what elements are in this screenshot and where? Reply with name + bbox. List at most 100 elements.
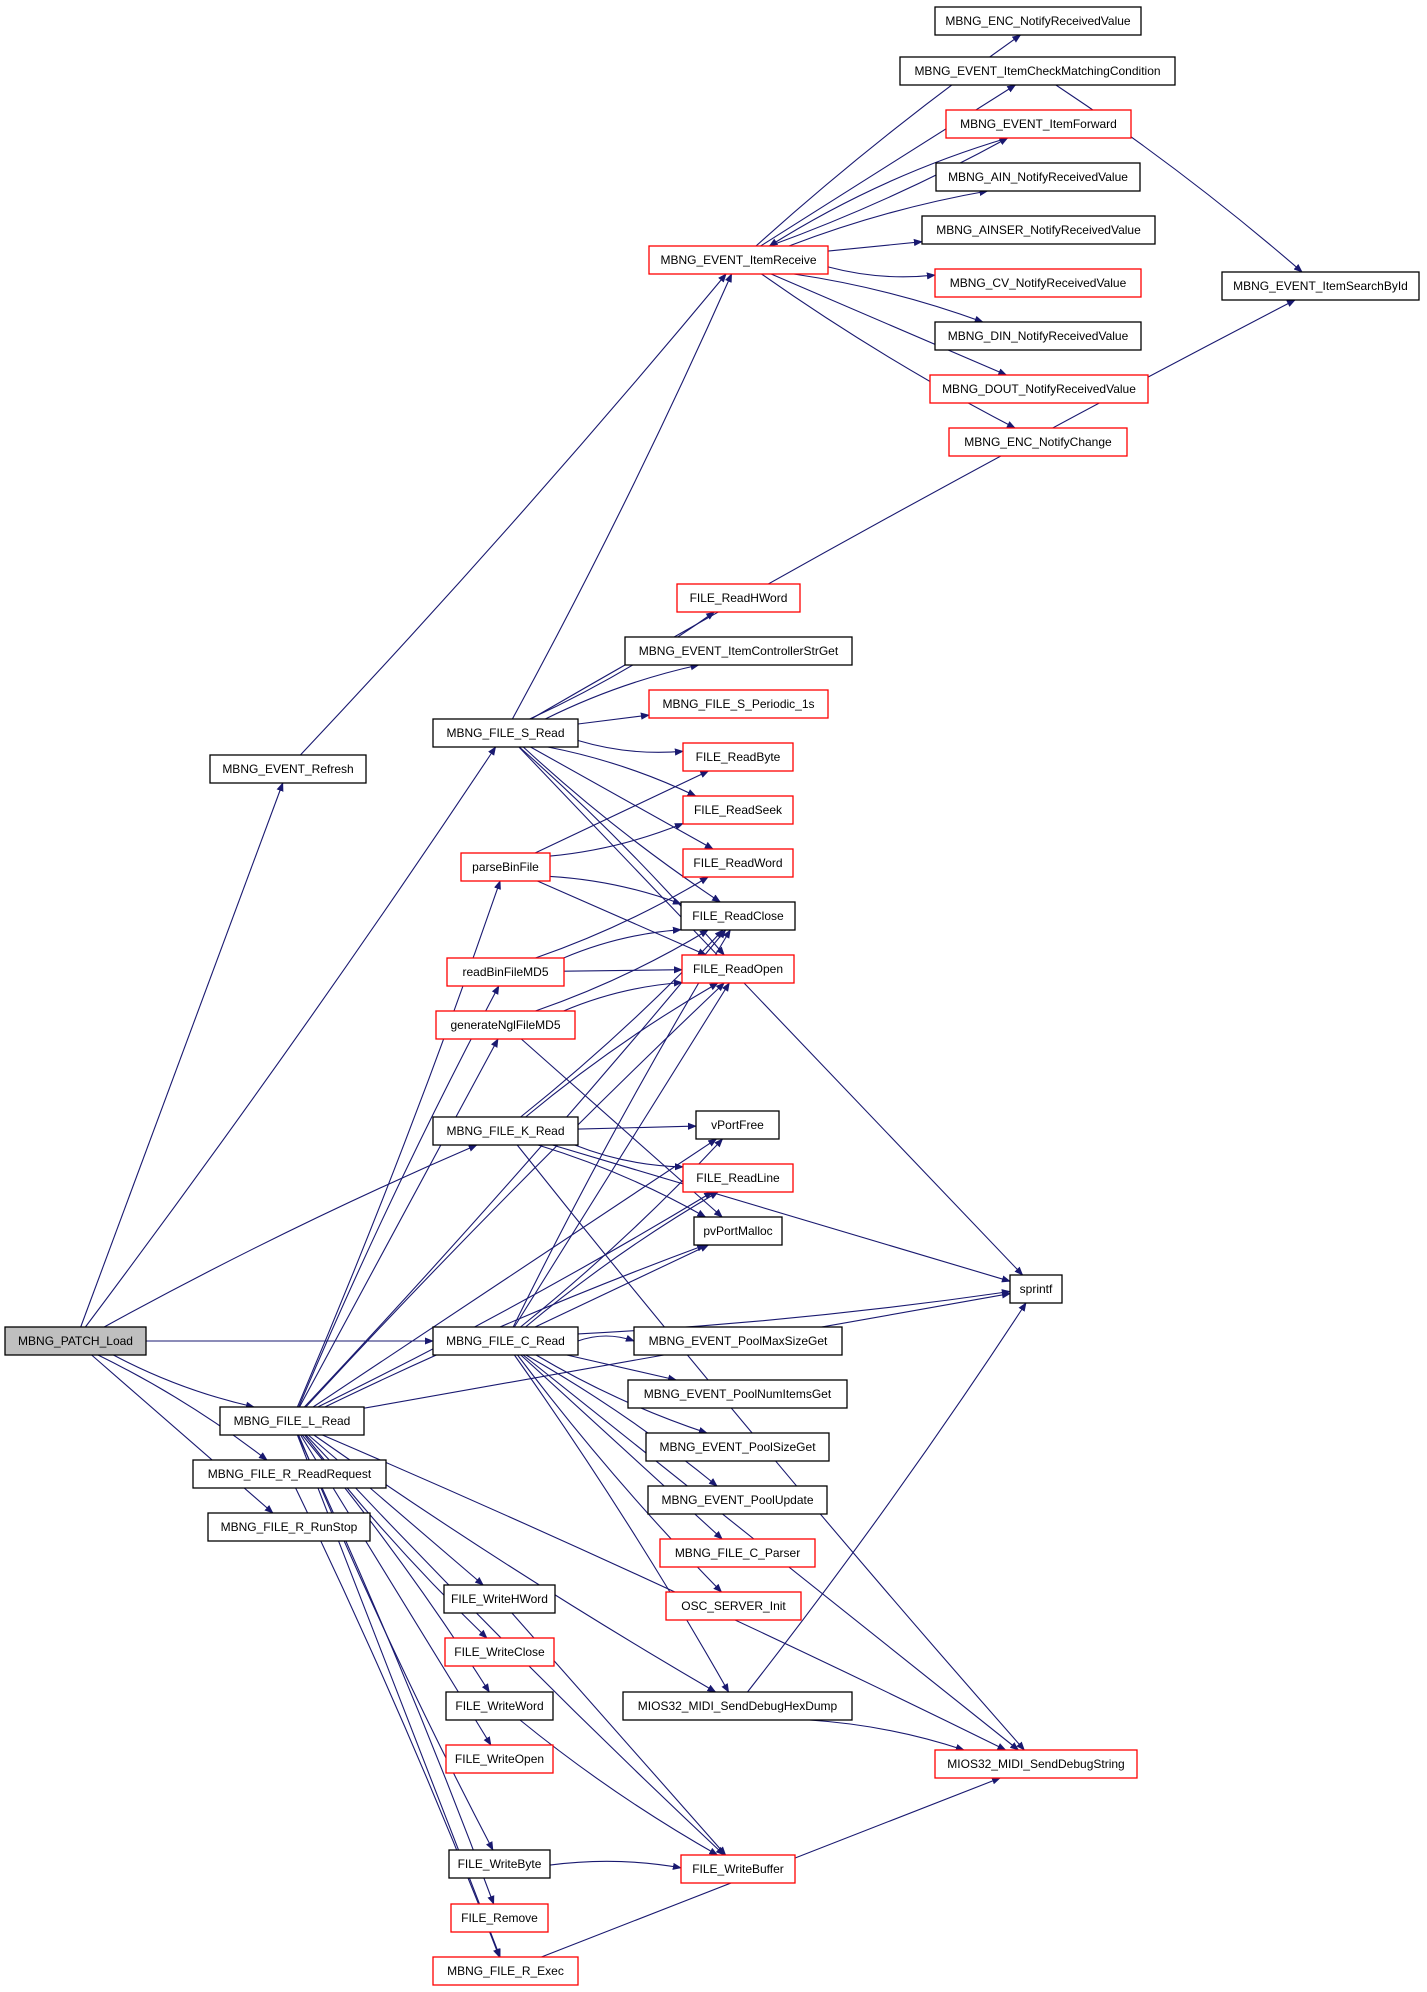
node-box (948, 427, 1128, 457)
edge-path (809, 1719, 965, 1751)
node-label: MBNG_FILE_K_Read (446, 1124, 564, 1138)
node-enc-notify-value[interactable]: MBNG_ENC_NotifyReceivedValue (934, 6, 1142, 36)
edge-item_receive-to-din_notify (793, 273, 984, 323)
node-pool-size[interactable]: MBNG_EVENT_PoolSizeGet (645, 1432, 830, 1462)
edge-write_word-to-write_buffer (519, 1719, 719, 1856)
node-label: MBNG_EVENT_ItemForward (960, 117, 1117, 131)
node-box (682, 1163, 794, 1193)
node-file-readhword[interactable]: FILE_ReadHWord (676, 583, 801, 613)
node-debugstring[interactable]: MIOS32_MIDI_SendDebugString (934, 1749, 1138, 1779)
node-osc-init[interactable]: OSC_SERVER_Init (665, 1591, 802, 1621)
node-write-open[interactable]: FILE_WriteOpen (445, 1744, 554, 1774)
node-write-byte[interactable]: FILE_WriteByte (448, 1849, 551, 1879)
edge-path (80, 782, 284, 1328)
edge-path (788, 188, 989, 247)
node-box (934, 321, 1142, 351)
node-pool-numitems[interactable]: MBNG_EVENT_PoolNumItemsGet (627, 1379, 848, 1409)
edge-path (322, 1434, 1007, 1751)
node-din-notify[interactable]: MBNG_DIN_NotifyReceivedValue (934, 321, 1142, 351)
node-c-parser[interactable]: MBNG_FILE_C_Parser (659, 1538, 816, 1568)
node-box (899, 56, 1176, 86)
node-file-c-read[interactable]: MBNG_FILE_C_Read (432, 1326, 579, 1356)
node-patch-load[interactable]: MBNG_PATCH_Load (4, 1326, 147, 1356)
node-label: MIOS32_MIDI_SendDebugHexDump (638, 1699, 838, 1713)
node-file-readline[interactable]: FILE_ReadLine (682, 1163, 794, 1193)
edge-path (577, 1334, 635, 1342)
node-enc-notify-change[interactable]: MBNG_ENC_NotifyChange (948, 427, 1128, 457)
node-item-forward[interactable]: MBNG_EVENT_ItemForward (945, 109, 1132, 139)
node-item-receive[interactable]: MBNG_EVENT_ItemReceive (648, 245, 829, 275)
edge-file_s_read-to-item_receive (511, 273, 733, 720)
node-box (934, 268, 1142, 298)
node-write-word[interactable]: FILE_WriteWord (445, 1691, 554, 1721)
node-box (624, 636, 853, 666)
node-ainser-notify[interactable]: MBNG_AINSER_NotifyReceivedValue (921, 215, 1156, 245)
node-item-search[interactable]: MBNG_EVENT_ItemSearchById (1221, 271, 1420, 301)
node-box (682, 795, 794, 825)
edge-path (522, 746, 721, 903)
edge-item_receive-to-dout_notify (770, 273, 1008, 376)
node-readbinfilemd5[interactable]: readBinFileMD5 (446, 957, 565, 987)
node-generatenglfilemd5[interactable]: generateNglFileMD5 (435, 1010, 576, 1040)
edge-path (537, 880, 707, 956)
node-file-r-readrequest[interactable]: MBNG_FILE_R_ReadRequest (192, 1459, 387, 1489)
node-label: MBNG_CV_NotifyReceivedValue (950, 276, 1127, 290)
node-file-remove[interactable]: FILE_Remove (450, 1903, 549, 1933)
edge-file_k_read-to-file_readopen (525, 982, 719, 1118)
node-file-l-read[interactable]: MBNG_FILE_L_Read (219, 1406, 365, 1436)
node-ain-notify[interactable]: MBNG_AIN_NotifyReceivedValue (935, 162, 1141, 192)
node-label: MBNG_DOUT_NotifyReceivedValue (942, 382, 1136, 396)
node-pool-update[interactable]: MBNG_EVENT_PoolUpdate (647, 1485, 828, 1515)
edge-path (793, 273, 984, 323)
edge-path (552, 1144, 1011, 1283)
edge-path (299, 1038, 499, 1408)
edge-file_c_read-to-file_readopen (513, 982, 730, 1328)
node-box (446, 957, 565, 987)
node-file-k-read[interactable]: MBNG_FILE_K_Read (432, 1116, 579, 1146)
node-file-readclose[interactable]: FILE_ReadClose (680, 901, 796, 931)
node-sprintf[interactable]: sprintf (1009, 1274, 1063, 1304)
node-event-refresh[interactable]: MBNG_EVENT_Refresh (209, 754, 367, 784)
node-pvportmalloc[interactable]: pvPortMalloc (693, 1216, 783, 1246)
node-box (1009, 1274, 1063, 1304)
edge-path (305, 982, 725, 1408)
node-s-periodic[interactable]: MBNG_FILE_S_Periodic_1s (648, 689, 829, 719)
node-r-exec[interactable]: MBNG_FILE_R_Exec (432, 1956, 579, 1986)
node-write-hword[interactable]: FILE_WriteHWord (443, 1584, 556, 1614)
node-hexdump[interactable]: MIOS32_MIDI_SendDebugHexDump (622, 1691, 853, 1721)
edge-file_l_read-to-r_exec (296, 1434, 501, 1958)
node-box (432, 1956, 579, 1986)
node-box (680, 1854, 796, 1884)
node-vportfree[interactable]: vPortFree (695, 1110, 780, 1140)
node-file-r-runstop[interactable]: MBNG_FILE_R_RunStop (207, 1512, 371, 1542)
edge-file_l_read-to-file_readline (317, 1191, 714, 1408)
edge-item_receive-to-cv_notify (827, 266, 936, 280)
node-pool-maxsize[interactable]: MBNG_EVENT_PoolMaxSizeGet (633, 1326, 843, 1356)
edge-file_s_read-to-file_readseek (547, 746, 697, 797)
node-write-buffer[interactable]: FILE_WriteBuffer (680, 1854, 796, 1884)
node-cv-notify[interactable]: MBNG_CV_NotifyReceivedValue (934, 268, 1142, 298)
node-file-readbyte[interactable]: FILE_ReadByte (682, 742, 794, 772)
edge-path (297, 1434, 495, 1905)
edge-write_byte-to-write_buffer (549, 1860, 682, 1870)
node-label: MBNG_PATCH_Load (18, 1334, 133, 1348)
edge-patch_load-to-file_l_read (113, 1354, 255, 1409)
node-dout-notify[interactable]: MBNG_DOUT_NotifyReceivedValue (929, 374, 1149, 404)
node-box (443, 1584, 556, 1614)
node-file-readword[interactable]: FILE_ReadWord (682, 848, 794, 878)
node-parsebinfile[interactable]: parseBinFile (460, 852, 551, 882)
node-label: MBNG_EVENT_Refresh (222, 762, 353, 776)
node-file-s-read[interactable]: MBNG_FILE_S_Read (432, 718, 579, 748)
node-item-check[interactable]: MBNG_EVENT_ItemCheckMatchingCondition (899, 56, 1176, 86)
node-label: MBNG_FILE_R_Exec (447, 1964, 564, 1978)
node-box (695, 1110, 780, 1140)
node-write-close[interactable]: FILE_WriteClose (444, 1637, 555, 1667)
edge-item_receive-to-enc_notify_change (761, 273, 1016, 429)
node-file-readopen[interactable]: FILE_ReadOpen (681, 954, 795, 984)
node-box (633, 1326, 843, 1356)
node-label: sprintf (1020, 1282, 1053, 1296)
node-file-readseek[interactable]: FILE_ReadSeek (682, 795, 794, 825)
node-label: generateNglFileMD5 (450, 1018, 560, 1032)
node-item-ctrl-str[interactable]: MBNG_EVENT_ItemControllerStrGet (624, 636, 853, 666)
